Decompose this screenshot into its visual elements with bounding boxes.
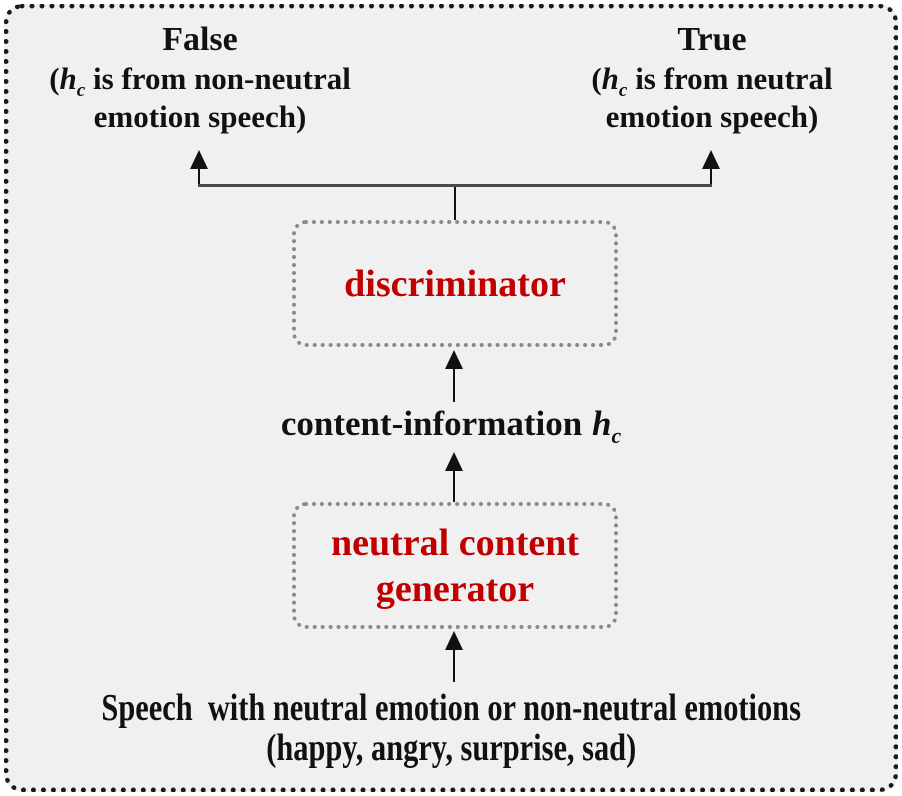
input-to-generator-line: [453, 648, 455, 682]
output-label-true: True (hc is from neutral emotion speech): [522, 20, 902, 136]
hc-variable: h: [592, 404, 612, 443]
generator-to-content-line: [453, 469, 455, 502]
hc-variable: h: [601, 61, 619, 96]
false-title: False: [162, 21, 238, 58]
discriminator-node: discriminator: [292, 220, 618, 347]
generator-label-line2: generator: [375, 567, 535, 610]
arrowhead-up-icon: [445, 452, 463, 471]
hc-subscript: c: [611, 424, 622, 448]
discriminator-output-line: [454, 187, 456, 220]
arrowhead-up-icon: [445, 631, 463, 650]
hc-subscript: c: [618, 80, 628, 102]
left-arrowhead-up-icon: [190, 150, 208, 169]
generator-node: neutral content generator: [292, 502, 618, 629]
output-label-false: False (hc is from non-neutral emotion sp…: [10, 20, 390, 136]
input-line2: (happy, angry, surprise, sad): [266, 727, 636, 769]
left-branch-stub: [198, 167, 200, 186]
arrowhead-up-icon: [445, 350, 463, 369]
right-arrowhead-up-icon: [702, 150, 720, 169]
false-detail-line2: emotion speech): [93, 99, 307, 134]
content-to-discriminator-line: [453, 367, 455, 402]
false-detail-line1: (hc is from non-neutral: [49, 61, 351, 102]
true-title: True: [677, 21, 747, 58]
discriminator-label: discriminator: [344, 262, 566, 305]
hc-variable: h: [59, 61, 77, 96]
diagram-panel: [4, 4, 898, 792]
branch-horizontal-line: [198, 184, 712, 187]
hc-subscript: c: [76, 80, 86, 102]
true-detail-line1: (hc is from neutral: [591, 61, 833, 102]
input-line1: Speech with neutral emotion or non-neutr…: [101, 687, 801, 729]
true-detail-line2: emotion speech): [605, 99, 819, 134]
input-speech-label: Speech with neutral emotion or non-neutr…: [0, 688, 902, 768]
generator-label-line1: neutral content: [330, 521, 580, 564]
right-branch-stub: [710, 167, 712, 186]
